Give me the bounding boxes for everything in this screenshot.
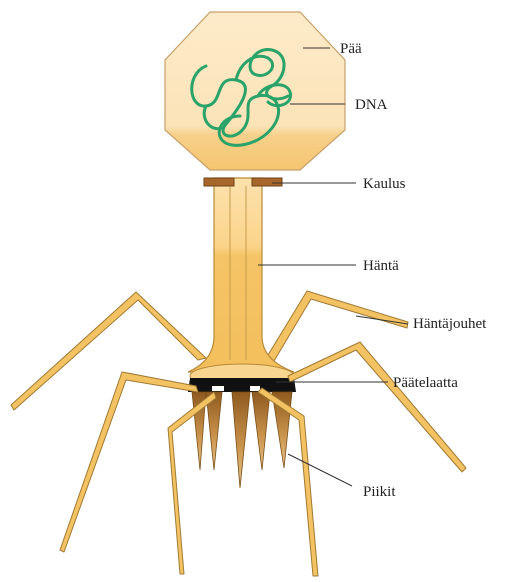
label-tail-fibers: Häntäjouhet (413, 316, 487, 332)
tail-fiber-upper-right (268, 291, 408, 361)
label-tail: Häntä (363, 258, 399, 274)
collar-left (204, 178, 234, 186)
label-baseplate: Päätelaatta (393, 375, 458, 391)
leader-spikes (288, 454, 352, 486)
spike-3 (232, 392, 250, 488)
collar-right (252, 178, 282, 186)
tail-fiber-lower-right (288, 342, 466, 472)
baseplate-white-mark-2 (250, 386, 260, 391)
label-collar: Kaulus (363, 176, 406, 192)
label-spikes: Piikit (363, 484, 396, 500)
label-dna: DNA (355, 97, 388, 113)
spike-4 (252, 392, 270, 470)
baseplate-white-mark-1 (212, 386, 224, 391)
spikes (192, 392, 292, 488)
label-head: Pää (340, 41, 362, 57)
baseplate-band (188, 378, 296, 392)
tail-fiber-upper-left (11, 292, 206, 410)
